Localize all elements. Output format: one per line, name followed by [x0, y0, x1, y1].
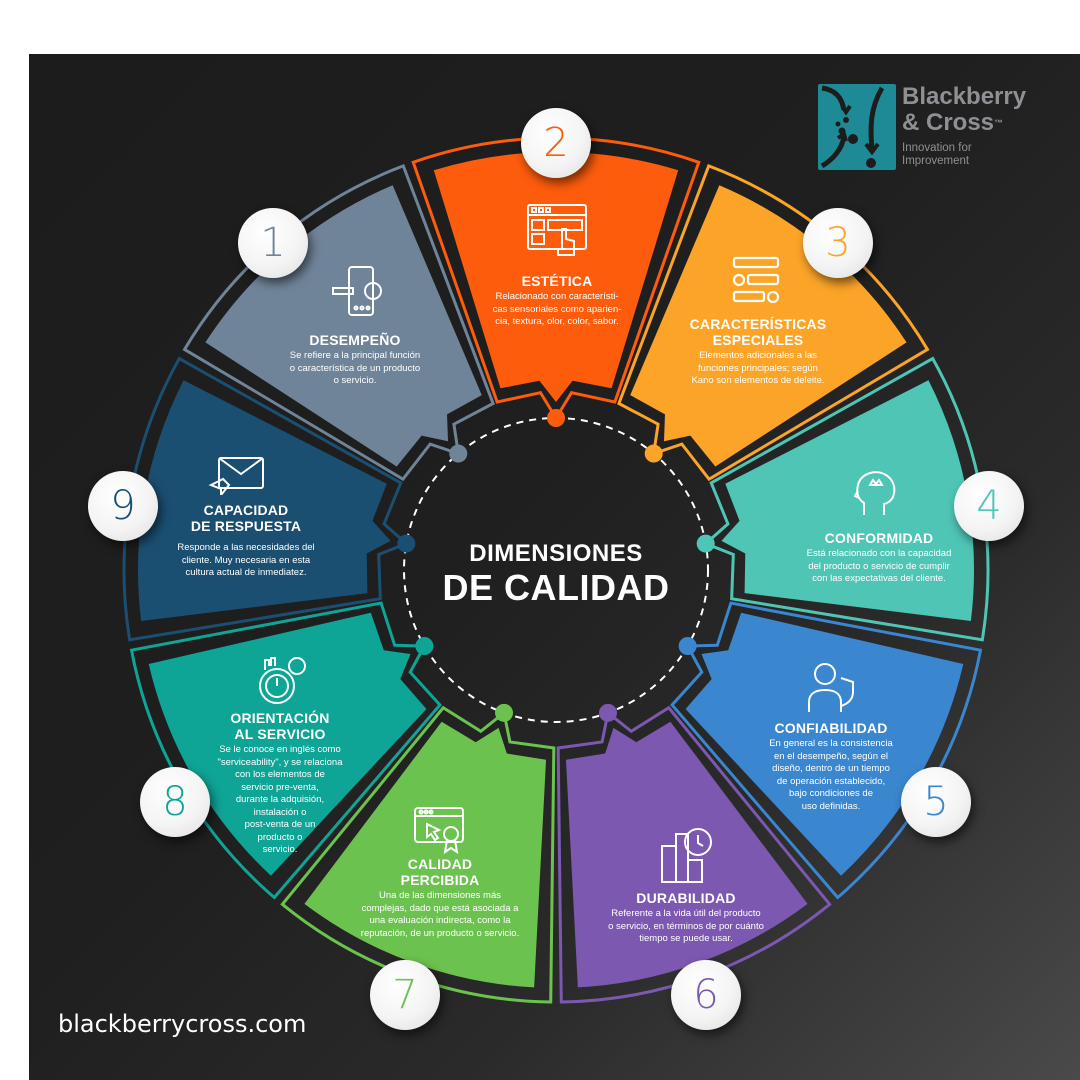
segment-3 [630, 185, 907, 467]
segment-9-text: CAPACIDAD DE RESPUESTA Responde a las ne… [161, 502, 331, 580]
segment-4 [721, 380, 974, 621]
number-badge-1: 1 [238, 208, 308, 278]
mobile-settings-icon [332, 266, 382, 316]
segment-2 [433, 152, 679, 402]
segment-1 [205, 185, 482, 467]
center-title-line1: DIMENSIONES [469, 540, 643, 567]
segment-2-text: ESTÉTICA Relacionado con característi- c… [482, 273, 632, 329]
brand-logo: Blackberry & Cross™ Innovation for Impro… [818, 84, 1068, 174]
segment-5 [685, 612, 964, 876]
segment-8-text: ORIENTACIÓN AL SERVICIO Se le conoce en … [200, 710, 360, 857]
segment-9-dot [397, 534, 416, 553]
segment-title: CONFORMIDAD [824, 530, 934, 546]
segment-title: DESEMPEÑO [309, 332, 401, 348]
number-badge-6: 6 [671, 960, 741, 1030]
segment-3-dot [644, 444, 663, 463]
segment-1-dot [449, 444, 468, 463]
number-badge-8: 8 [140, 767, 210, 837]
segment-2-outline [411, 136, 701, 421]
number-badge-2: 2 [521, 108, 591, 178]
segment-title-2: AL SERVICIO [234, 726, 326, 742]
number-badge-5: 5 [901, 767, 971, 837]
segment-1-outline [182, 163, 495, 482]
segment-8-outline [129, 601, 442, 900]
segment-8-dot [415, 637, 434, 655]
segment-7 [304, 721, 547, 988]
segment-title: ESTÉTICA [521, 273, 593, 289]
segment-3-outline [617, 163, 930, 482]
logo-tagline: Innovation for Improvement [902, 142, 972, 167]
segment-2-dot [547, 409, 565, 427]
number-badge-7: 7 [370, 960, 440, 1030]
gear-gauge-dollar-icon [259, 657, 306, 704]
segment-9-outline [122, 356, 410, 642]
number-badge-4: 4 [954, 471, 1024, 541]
center-title: DIMENSIONES DE CALIDAD [443, 540, 670, 608]
segment-5-text: CONFIABILIDAD En general es la consisten… [746, 720, 916, 813]
segment-9 [137, 380, 391, 621]
web-form-click-icon [527, 204, 587, 256]
segment-8 [148, 612, 427, 876]
segment-title-2: PERCIBIDA [400, 872, 480, 888]
segment-title-2: DE RESPUESTA [190, 518, 302, 534]
segment-title-2: ESPECIALES [712, 332, 804, 348]
segment-4-outline [702, 356, 990, 642]
number-badge-3: 3 [803, 208, 873, 278]
segment-6-dot [598, 703, 617, 722]
number-badge-9: 9 [88, 471, 158, 541]
list-options-icon [732, 256, 780, 304]
person-shield-icon [808, 663, 854, 712]
segment-5-dot [678, 637, 697, 655]
segment-title: CONFIABILIDAD [774, 720, 888, 736]
segment-4-text: CONFORMIDAD Está relacionado con la capa… [784, 530, 974, 586]
head-crown-icon [854, 471, 896, 515]
segment-7-text: CALIDAD PERCIBIDA Una de las dimensiones… [345, 856, 535, 940]
segment-title: CAPACIDAD [203, 502, 289, 518]
segment-3-text: CARACTERÍSTICAS ESPECIALES Elementos adi… [673, 316, 843, 388]
envelope-reply-icon [208, 457, 264, 495]
books-clock-icon [661, 828, 712, 883]
segment-title: CALIDAD [407, 856, 473, 872]
segment-7-outline [280, 705, 556, 1004]
logo-name: Blackberry & Cross™ [902, 83, 1027, 136]
segment-6-text: DURABILIDAD Referente a la vida útil del… [586, 890, 786, 946]
segment-6-outline [556, 705, 832, 1004]
segment-4-dot [696, 534, 715, 553]
segment-6 [565, 721, 808, 988]
segment-7-dot [495, 703, 514, 722]
logo-mark-icon [818, 84, 896, 170]
segment-desc: Se refiere a la principal función o cara… [289, 350, 421, 386]
segment-5-outline [670, 601, 983, 900]
segment-title: CARACTERÍSTICAS [689, 316, 827, 332]
browser-award-icon [414, 807, 464, 854]
center-title-line2: DE CALIDAD [442, 567, 670, 608]
segment-1-text: DESEMPEÑO Se refiere a la principal func… [270, 332, 440, 388]
segment-title: DURABILIDAD [636, 890, 736, 906]
website-link[interactable]: blackberrycross.com [58, 1010, 307, 1038]
segment-title: ORIENTACIÓN [230, 710, 330, 726]
